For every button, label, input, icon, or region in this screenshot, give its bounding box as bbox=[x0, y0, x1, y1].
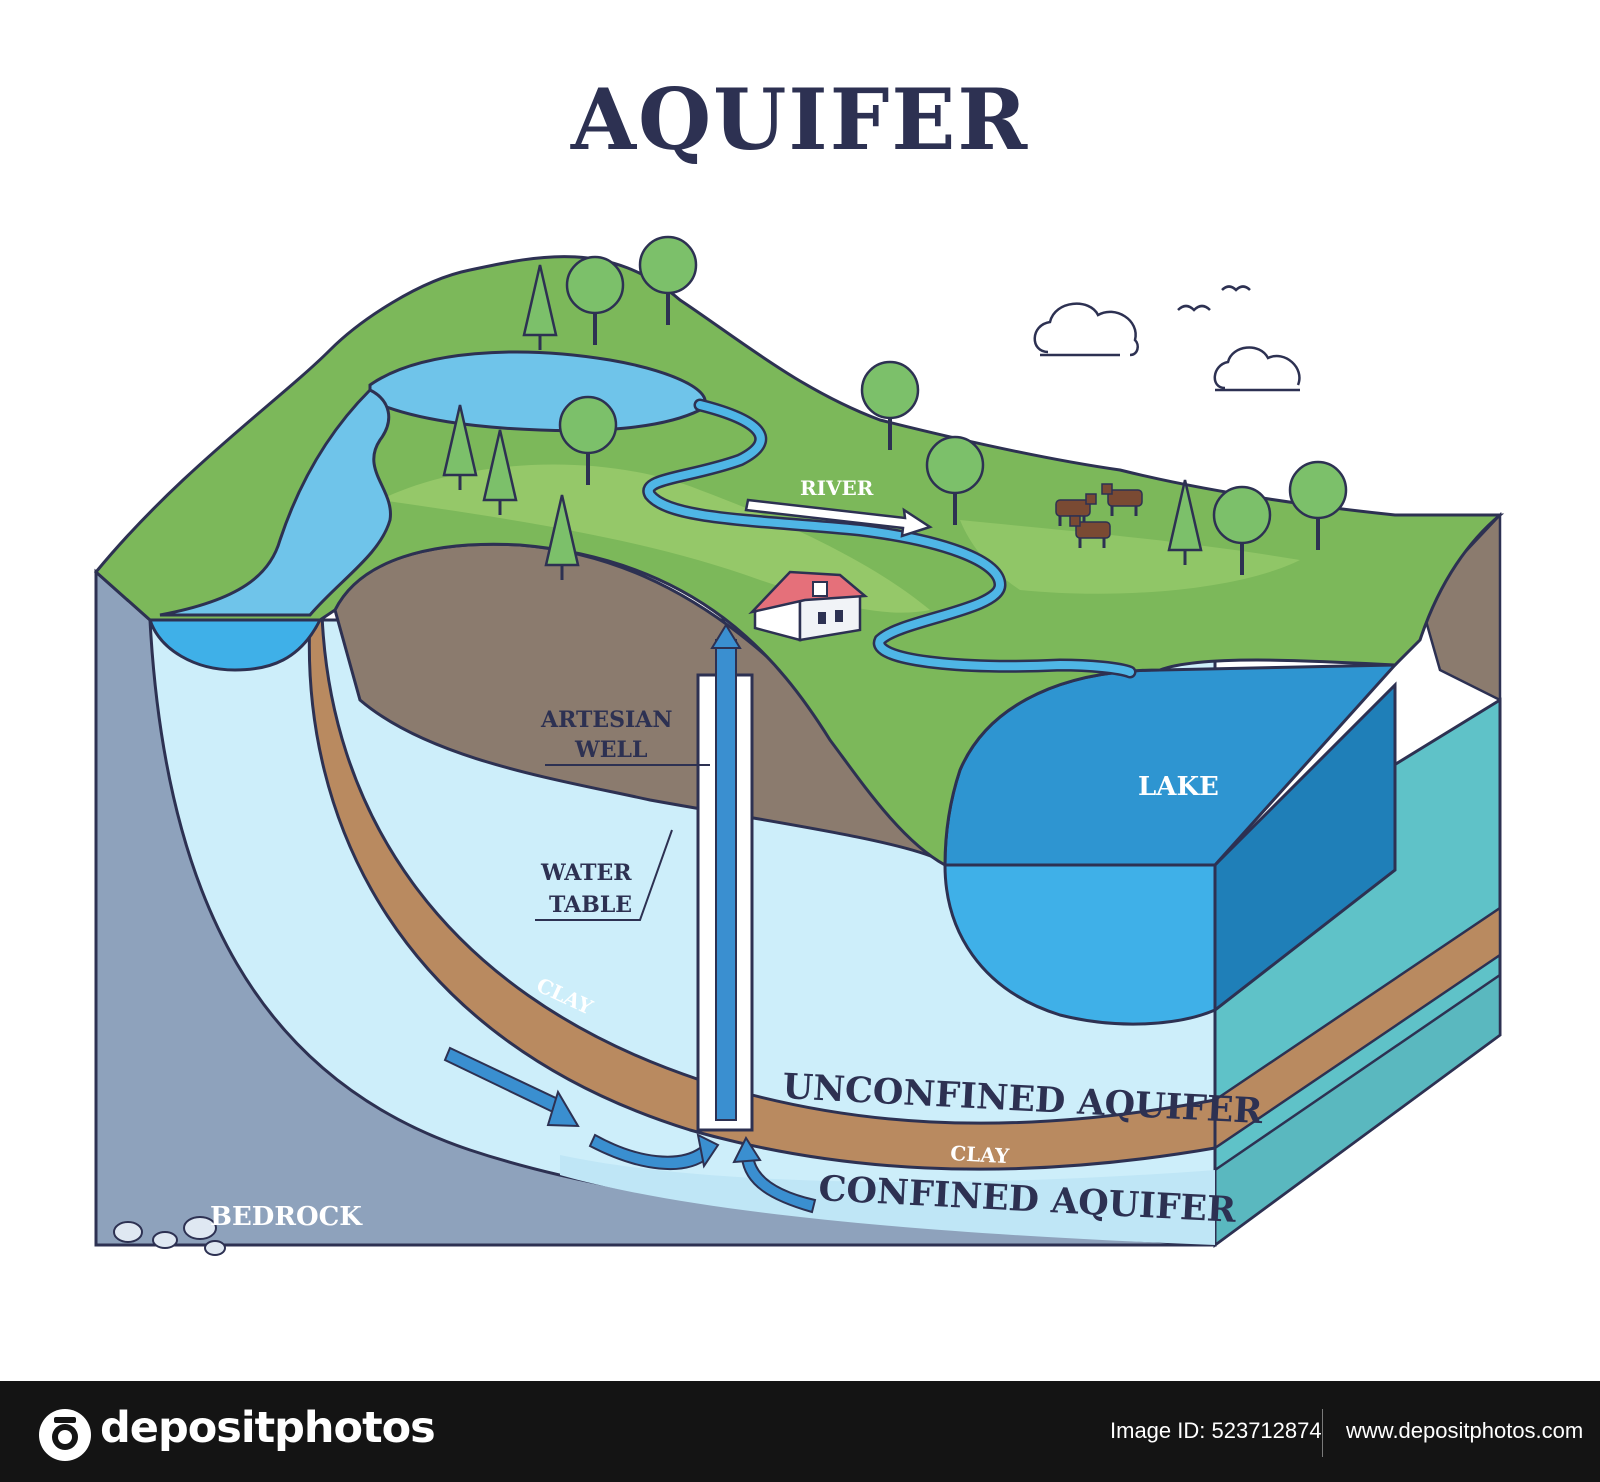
footer-bar: depositphotos Image ID: 523712874 www.de… bbox=[0, 1381, 1600, 1482]
lake-label: LAKE bbox=[1138, 772, 1219, 802]
artesian-well-label-line2: WELL bbox=[574, 737, 647, 763]
aquifer-diagram: RIVER LAKE ARTESIAN WELL WATER TABLE CLA… bbox=[0, 0, 1600, 1381]
bedrock-label: BEDROCK bbox=[210, 1202, 363, 1232]
cloud-icon bbox=[1215, 347, 1300, 390]
artesian-well-label-line1: ARTESIAN bbox=[540, 707, 672, 733]
footer-divider bbox=[1322, 1409, 1323, 1457]
bird-icons bbox=[1178, 287, 1250, 311]
camera-icon bbox=[38, 1408, 92, 1462]
artesian-well bbox=[698, 625, 752, 1130]
river-label: RIVER bbox=[800, 476, 874, 500]
cloud-icon bbox=[1035, 304, 1138, 355]
water-table-label-line1: WATER bbox=[540, 860, 632, 886]
water-table-label-line2: TABLE bbox=[549, 892, 632, 918]
footer-brand[interactable]: depositphotos bbox=[100, 1403, 435, 1453]
footer-url[interactable]: www.depositphotos.com bbox=[1346, 1418, 1583, 1444]
footer-image-id: Image ID: 523712874 bbox=[1110, 1418, 1322, 1444]
clay-lower-label: CLAY bbox=[950, 1141, 1011, 1168]
